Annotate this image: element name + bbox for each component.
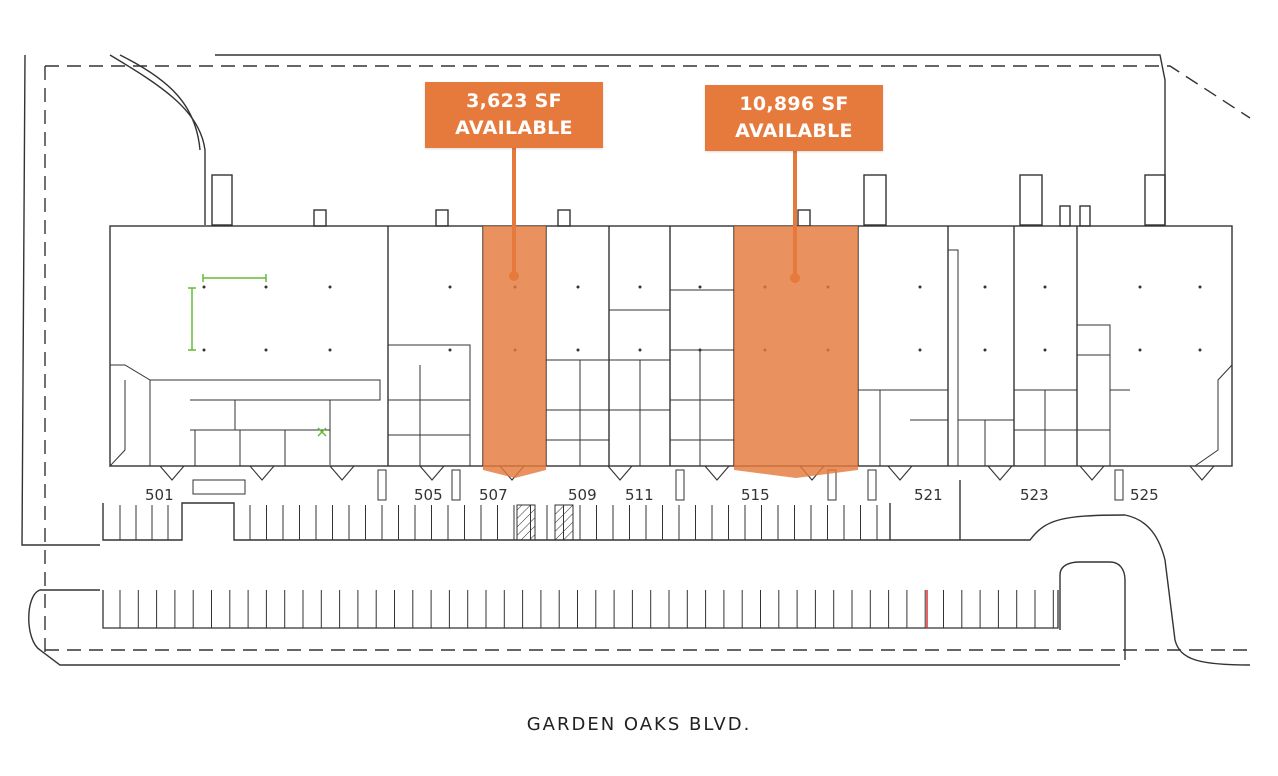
leader-dot-507 xyxy=(509,271,519,281)
column-dot xyxy=(448,348,452,352)
column-dot xyxy=(918,348,922,352)
column-dot xyxy=(918,285,922,289)
callout-3623-sf: 3,623 SF AVAILABLE xyxy=(425,82,603,148)
callout-size: 10,896 SF xyxy=(739,93,849,115)
unit-label-521: 521 xyxy=(914,486,943,504)
dimension-marker xyxy=(188,274,327,437)
parking-rear-outline xyxy=(102,590,1059,629)
unit-label-501: 501 xyxy=(145,486,174,504)
curb-left xyxy=(21,54,100,546)
column-dot xyxy=(328,348,332,352)
column-dot xyxy=(638,348,642,352)
column-dot xyxy=(264,285,268,289)
column-dot xyxy=(1138,348,1142,352)
callout-size: 3,623 SF xyxy=(466,90,562,112)
curb-bottom-lot xyxy=(28,589,1120,666)
unit-label-509: 509 xyxy=(568,486,597,504)
unit-label-523: 523 xyxy=(1020,486,1049,504)
curb-top-left xyxy=(109,54,206,225)
column-dot xyxy=(328,285,332,289)
unit-label-515: 515 xyxy=(741,486,770,504)
hatched-stall-2 xyxy=(554,504,574,541)
column-dot xyxy=(1198,348,1202,352)
column-dot xyxy=(698,285,702,289)
column-dot xyxy=(1138,285,1142,289)
dock-doors xyxy=(211,174,1166,227)
unit-label-525: 525 xyxy=(1130,486,1159,504)
street-name: GARDEN OAKS BLVD. xyxy=(526,714,752,735)
column-dot xyxy=(202,285,206,289)
curb-right xyxy=(1124,514,1251,666)
parking-front-right xyxy=(890,480,1126,541)
column-dot xyxy=(264,348,268,352)
column-dot xyxy=(1198,285,1202,289)
parking-front-outline xyxy=(102,502,891,541)
office-walls xyxy=(109,249,1233,468)
unit-labels: 501 505 507 509 511 515 521 523 525 xyxy=(145,486,1159,504)
curb-top xyxy=(215,54,1166,225)
callout-status: AVAILABLE xyxy=(455,117,573,139)
callout-10896-sf: 10,896 SF AVAILABLE xyxy=(705,85,883,151)
callout-status: AVAILABLE xyxy=(735,120,853,142)
parking-stripes-rear xyxy=(119,590,1054,628)
column-dot xyxy=(983,348,987,352)
column-dot xyxy=(698,348,702,352)
column-dot xyxy=(1043,285,1047,289)
property-line-top xyxy=(45,65,1251,119)
available-space-515-notch xyxy=(734,466,858,478)
building-outline xyxy=(109,225,1233,467)
column-dot xyxy=(448,285,452,289)
curb-island xyxy=(1059,561,1126,660)
storefront-notches xyxy=(159,465,1215,481)
leader-dot-515 xyxy=(790,273,800,283)
column-dot xyxy=(638,285,642,289)
curb-top-left-2 xyxy=(119,54,201,151)
column-dot xyxy=(576,348,580,352)
column-dot xyxy=(983,285,987,289)
stoops xyxy=(192,469,1124,501)
hatched-stall-1 xyxy=(516,504,536,541)
column-dot xyxy=(576,285,580,289)
unit-label-511: 511 xyxy=(625,486,654,504)
column-dot xyxy=(1043,348,1047,352)
unit-label-507: 507 xyxy=(479,486,508,504)
available-space-507-notch xyxy=(483,466,546,478)
column-grid xyxy=(202,285,1202,352)
unit-label-505: 505 xyxy=(414,486,443,504)
column-dot xyxy=(202,348,206,352)
